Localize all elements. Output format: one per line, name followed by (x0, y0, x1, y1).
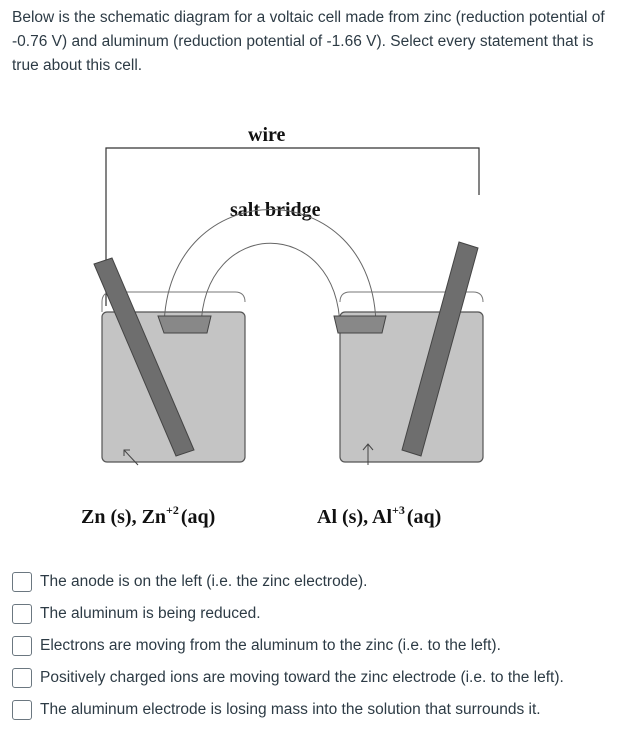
zinc-label: Zn (s), Zn+2(aq) (81, 503, 215, 528)
option-3[interactable]: Electrons are moving from the aluminum t… (12, 630, 612, 662)
zinc-electrode (93, 257, 195, 457)
checkbox[interactable] (12, 572, 32, 592)
checkbox[interactable] (12, 604, 32, 624)
checkbox[interactable] (12, 700, 32, 720)
option-5[interactable]: The aluminum electrode is losing mass in… (12, 694, 612, 726)
option-label: The aluminum is being reduced. (40, 605, 261, 622)
salt-bridge (157, 209, 387, 334)
wire-label: wire (248, 124, 286, 146)
aluminum-electrode (401, 241, 479, 457)
question-text: Below is the schematic diagram for a vol… (12, 9, 605, 74)
answer-options: The anode is on the left (i.e. the zinc … (12, 566, 612, 726)
right-arrow (362, 443, 374, 465)
option-label: Electrons are moving from the aluminum t… (40, 637, 501, 654)
option-label: The anode is on the left (i.e. the zinc … (40, 573, 368, 590)
wire-line (105, 147, 480, 306)
aluminum-label: Al (s), Al+3(aq) (317, 503, 441, 528)
checkbox[interactable] (12, 668, 32, 688)
option-4[interactable]: Positively charged ions are moving towar… (12, 662, 612, 694)
option-1[interactable]: The anode is on the left (i.e. the zinc … (12, 566, 612, 598)
option-label: Positively charged ions are moving towar… (40, 669, 564, 686)
option-2[interactable]: The aluminum is being reduced. (12, 598, 612, 630)
voltaic-cell-diagram: wire salt bridge (0, 110, 622, 560)
option-label: The aluminum electrode is losing mass in… (40, 701, 541, 718)
left-arrow (123, 449, 139, 466)
checkbox[interactable] (12, 636, 32, 656)
